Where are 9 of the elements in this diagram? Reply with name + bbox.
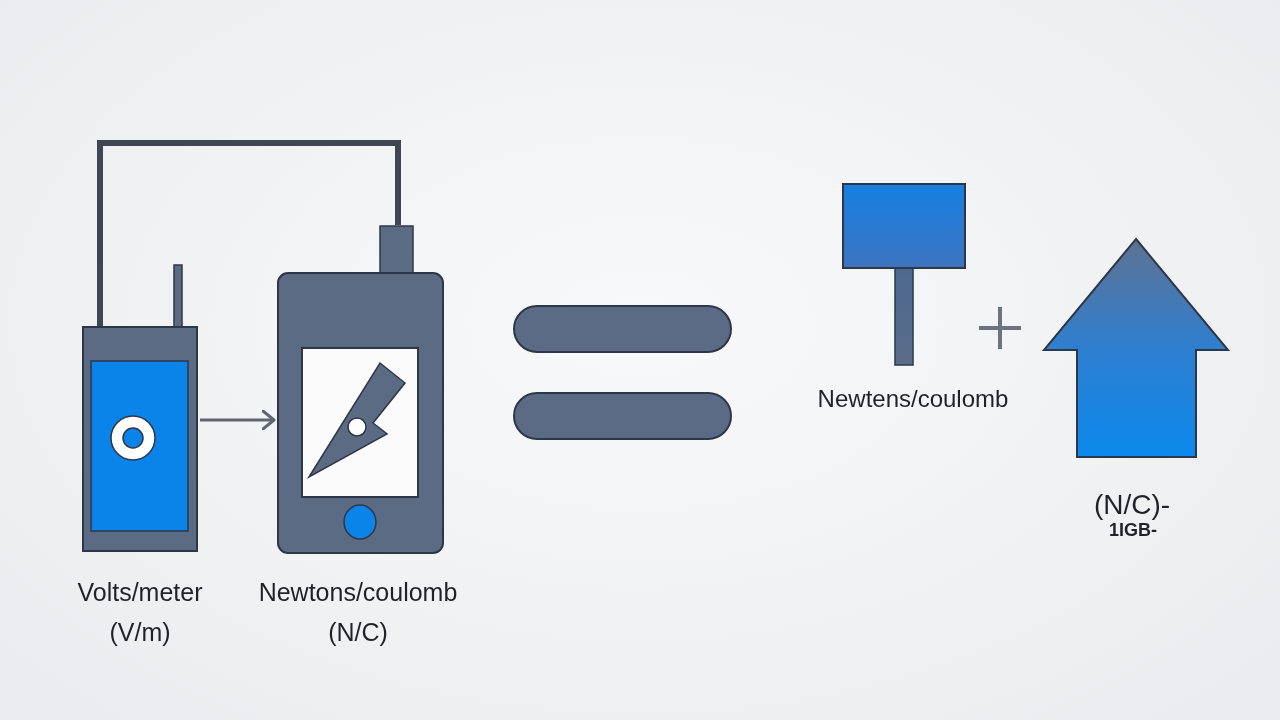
handheld-meter-drawing bbox=[81, 263, 199, 553]
arrow bbox=[200, 409, 276, 431]
unit-label: Newtens/coulomb bbox=[817, 385, 1009, 414]
connecting-wire bbox=[97, 140, 401, 327]
unit-label: (N/C)- bbox=[1093, 488, 1171, 522]
unit-caption: Newtons/coulomb (N/C) bbox=[257, 577, 459, 648]
unit-caption: Volts/meter (V/m) bbox=[76, 577, 204, 648]
meter-drawing bbox=[275, 225, 445, 555]
unit-label: 1IGB- bbox=[1109, 520, 1157, 542]
